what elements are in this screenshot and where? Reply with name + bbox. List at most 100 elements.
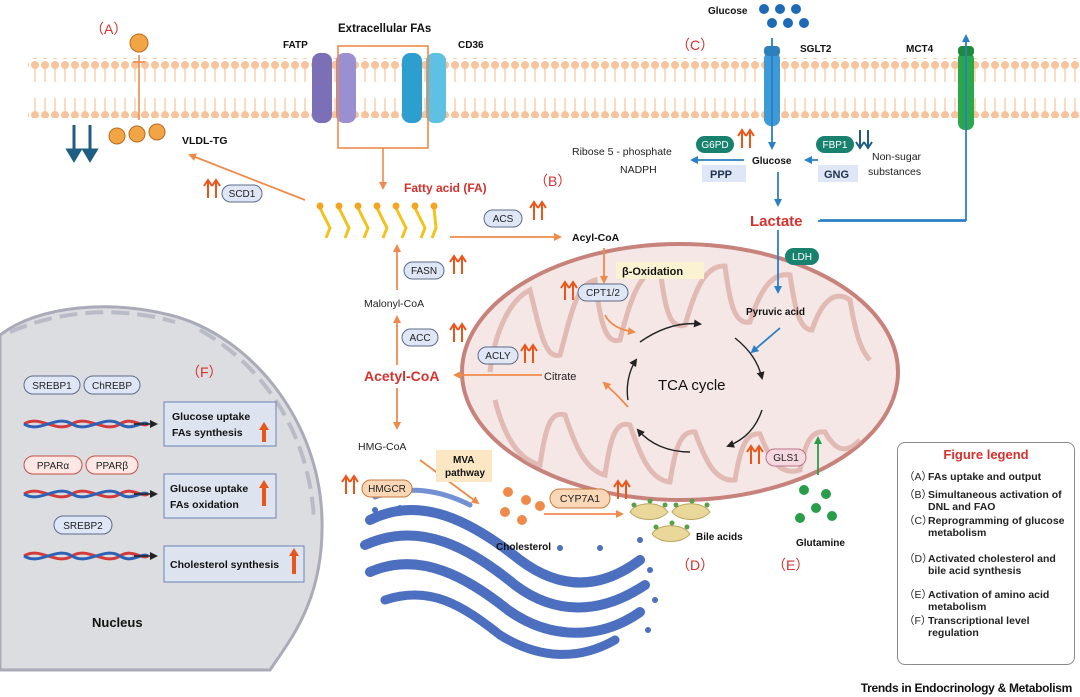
legend-item-text: Activation of amino acid metabolism [928,589,1050,613]
legend-item: （C）Reprogramming of glucose metabolism [904,515,1068,539]
cyp7a1-label: CYP7A1 [560,493,600,505]
hmgcr-label: HMGCR [368,484,406,495]
mva-pathway-tag [436,450,492,482]
cd36-transporter [402,53,446,123]
fbp1-label: FBP1 [822,140,847,151]
glutamine-molecules [795,485,837,523]
nucleus-panel [23,375,305,583]
scd1-label: SCD1 [229,189,256,200]
glucose-label: Glucose [752,156,792,167]
panel-label-a: （A） [90,21,127,37]
fatp-label: FATP [283,40,308,51]
acly-label: ACLY [485,351,511,362]
legend-item-text: Activated cholesterol and bile acid synt… [928,553,1056,577]
cpt-label: CPT1/2 [586,288,620,299]
extracellular-fas-label: Extracellular FAs [338,23,431,35]
beta-oxidation-label: β-Oxidation [622,266,683,278]
malonyl-coa-label: Malonyl-CoA [364,298,424,310]
vldl-particles [108,33,166,145]
golgi-apparatus [360,487,650,659]
enzyme-pills [221,136,854,509]
fatp-transporter [312,53,356,123]
glucose-top-label: Glucose [708,6,748,17]
srebp1-label: SREBP1 [32,381,72,392]
citrate-label: Citrate [544,371,576,383]
up-arrow-cpt [560,280,578,300]
box1-line2: FAs synthesis [172,427,243,439]
mva-label-1: MVA [453,455,474,466]
gng-label: GNG [824,169,849,181]
fasn-label: FASN [411,266,437,277]
legend-item-key: （D） [904,553,933,565]
up-arrow-cyp [613,479,631,499]
pyruvic-acid-label: Pyruvic acid [746,307,805,318]
tca-cycle-label: TCA cycle [658,377,726,394]
up-arrows [203,128,764,499]
box1-line1: Glucose uptake [172,411,250,423]
up-arrow-acly [520,343,538,363]
mitochondrion [460,242,900,502]
box2-line1: Glucose uptake [170,483,248,495]
sglt2-label: SGLT2 [800,44,832,55]
gng-tag [818,165,858,182]
golgi-vesicles [372,505,658,633]
ribose-label: Ribose 5 - phosphate [572,146,672,158]
chrebp-label: ChREBP [92,381,132,392]
legend-item: （F）Transcriptional level regulation [904,615,1068,639]
up-arrow-gls1 [746,444,764,464]
legend-item-key: （F） [904,615,932,627]
panel-label-e: （E） [772,557,809,573]
box3-text: Cholesterol synthesis [170,559,279,571]
legend-item: （A）FAs uptake and output [904,471,1068,483]
panel-label-d: （D） [676,557,714,573]
figure-legend: Figure legend （A）FAs uptake and output （B… [897,442,1075,665]
legend-item: （D）Activated cholesterol and bile acid s… [904,553,1068,577]
mva-label-2: pathway [445,468,485,479]
ldh-label: LDH [792,252,812,263]
legend-item-text: Transcriptional level regulation [928,615,1030,639]
panel-label-b: （B） [534,173,571,189]
legend-title: Figure legend [943,447,1029,462]
legend-item-key: （C） [904,515,933,527]
legend-item: （E）Activation of amino acid metabolism [904,589,1068,613]
bile-acids-label: Bile acids [696,532,743,543]
down-arrows-vldl [65,125,99,163]
nucleus-label: Nucleus [92,615,143,630]
ppp-tag [702,165,746,182]
up-arrow-hmgcr [341,474,359,494]
up-arrow-g6pd [737,128,755,148]
glucose-molecules [759,4,809,28]
legend-item: （B）Simultaneous activation of DNL and FA… [904,489,1068,513]
legend-item-key: （E） [904,589,933,601]
non-sugar-label-2: substances [868,166,921,178]
lactate-label: Lactate [750,213,803,230]
legend-item-key: （B） [904,489,933,501]
acyl-coa-label: Acyl-CoA [572,232,620,244]
panel-label-f: （F） [186,364,223,380]
glutamine-label: Glutamine [796,538,845,549]
cell-membrane [28,58,1080,118]
srebp2-label: SREBP2 [63,521,103,532]
gls1-label: GLS1 [773,453,799,464]
box2-line2: FAs oxidation [170,499,239,511]
acc-label: ACC [409,333,430,344]
legend-item-key: （A） [904,471,933,483]
bile-acid-particles [629,498,711,542]
legend-item-text: Reprogramming of glucose metabolism [928,515,1065,539]
beta-oxidation-tag [616,262,704,279]
ppara-label: PPARα [37,461,69,472]
nadph-label: NADPH [620,164,657,176]
cholesterol-molecules [500,487,545,525]
up-arrow-fasn [449,254,467,274]
legend-item-text: Simultaneous activation of DNL and FAO [928,489,1062,513]
panel-label-c: （C） [676,37,714,53]
pparb-label: PPARβ [96,461,128,472]
cholesterol-label: Cholesterol [496,542,551,553]
up-arrow-acs [529,200,547,220]
vldl-tg-label: VLDL-TG [182,135,228,147]
up-arrow-acc [449,322,467,342]
fatty-acid-chains [318,207,438,239]
hmg-coa-label: HMG-CoA [358,441,406,453]
